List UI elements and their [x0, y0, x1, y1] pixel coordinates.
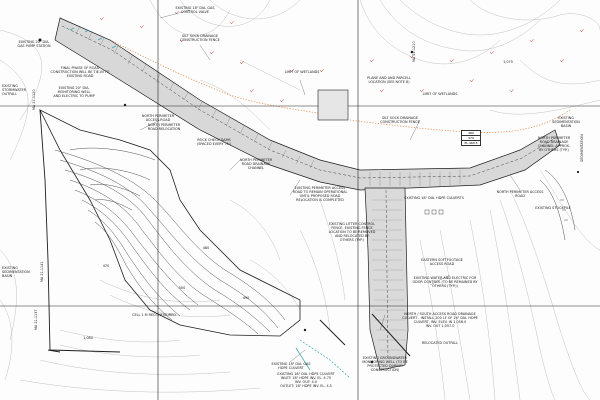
label-silt-fence: SILT SOCK DRAINAGE CONSTRUCTION FENCE	[180, 34, 220, 42]
label-ma-west-bot: MA 21-1137	[34, 309, 38, 331]
valve-symbols	[424, 209, 444, 215]
contour-label: 1,075	[503, 60, 513, 64]
label-litter-control: EXISTING LITTER CONTROL FENCE. EXISTING …	[328, 222, 376, 242]
contour-label: 470	[102, 264, 110, 268]
culvert-markers	[69, 27, 351, 379]
label-ma-west-mid: MA 21-1141	[40, 261, 44, 283]
well-symbols	[38, 38, 580, 364]
label-relocated-outfall: RELOCATED OUTFALL	[421, 341, 459, 345]
label-drainage-channel: NORTH PERIMETER ROAD DRAINAGE CHANNEL	[239, 158, 273, 170]
label-ma-west-top: MA 21-1120	[32, 89, 36, 111]
label-gas-culvert-b: EXISTING 18" DIA. HDPE CULVERT INLET: 18…	[277, 372, 335, 388]
north-south-access-road	[364, 187, 409, 371]
label-existing-access: EXISTING PERIMETER ACCESS ROAD TO REMAIN…	[292, 186, 348, 202]
label-drainage-channel-east: NORTH PERIMETER ROAD DRAINAGE CHANNEL AP…	[537, 136, 571, 152]
label-hdpe-culverts: EXISTING 18" DIA. HDPE CULVERTS	[404, 196, 464, 200]
label-sediment-basin: EXISTING SEDIMENTATION BASIN	[552, 116, 580, 128]
contour-label: 1,080	[83, 336, 93, 340]
leader-lines	[139, 9, 521, 363]
label-control-valve: EXISTING 18" DIA. GAS CONTROL VALVE	[175, 6, 215, 14]
label-road-relocation: NORTH PERIMETER ROAD RELOCATION	[147, 123, 181, 131]
label-stockpile: EXISTING STOCKPILE	[535, 206, 571, 210]
label-rock-check-dams: ROCK CHECK DAMS (SPACED EVERY 75')	[196, 138, 232, 146]
east-basin	[539, 169, 576, 241]
label-limit-of-wetlands: LIMIT OF WETLANDS	[284, 70, 320, 74]
elevation-row: 480	[462, 131, 480, 136]
label-access-road: NORTH PERIMETER ACCESS ROAD	[141, 114, 175, 122]
contour-label: 480	[202, 246, 210, 250]
label-existing-outfall: EXISTING STORMWATER OUTFALL	[2, 84, 26, 96]
label-access-road-east: NORTH PERIMETER ACCESS ROAD	[496, 190, 544, 198]
label-sedimentation-side: SEDIMENTATION	[580, 134, 584, 162]
label-final-phase-road: FINAL PHASE OF ROAD CONSTRUCTION WILL BE…	[50, 66, 110, 78]
label-limit-of-wetlands-2: LIMIT OF WETLANDS	[422, 92, 458, 96]
west-cell-boundary	[39, 109, 121, 353]
label-south-access-road: EASTERN SOFTFOOTAGE ACCESS ROAD	[421, 258, 463, 266]
label-ma-north: MA 21-1210	[412, 41, 416, 63]
elevation-row: EL.460.5	[464, 141, 478, 145]
wetland-flag-markers	[99, 10, 584, 103]
elevation-table: 480 470 EL.460.5	[461, 130, 481, 146]
contour-label: 490	[242, 296, 250, 300]
label-silt-fence-2: SILT SOCK DRAINAGE CONSTRUCTION FENCE	[380, 116, 420, 124]
label-basin-small: EXISTING SEDIMENTATION BASIN	[2, 266, 30, 278]
culvert-line	[319, 313, 411, 357]
north-perimeter-road	[54, 17, 561, 191]
label-water-electric: EXISTING WATER AND ELECTRIC FOR ODOR CON…	[412, 276, 478, 288]
contour-label: 500	[178, 286, 186, 290]
label-plane-and-parcel: PLANE AND AND PARCELL LOCATION (SEE NOTE…	[367, 76, 411, 84]
label-gas-culvert-a: EXISTING 18" DIA. GAS HDPE CULVERT	[271, 362, 311, 370]
label-monitoring-well: EXISTING 20" DIA. MONITORING WELL AND EL…	[53, 86, 95, 98]
label-groundwater-well: EXISTING GROUNDWATER MONITORING WELL (TO…	[362, 356, 408, 372]
label-cell: CELL 1 M RECONFIGURED	[132, 313, 176, 317]
elevation-row: 470	[462, 136, 480, 141]
label-gas-pump-station: EXISTING 20" DIA. GAS PUMP STATION	[17, 40, 51, 48]
parking-area	[317, 89, 349, 121]
label-culvert-north: NORTH / SOUTH ACCESS ROAD DRAINAGE CULVE…	[402, 312, 478, 328]
